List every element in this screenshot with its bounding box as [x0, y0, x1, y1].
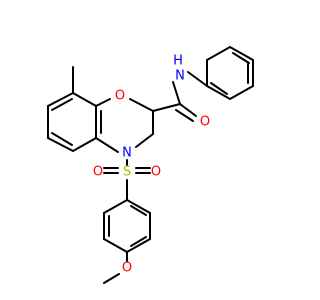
atom-sulfonyl-oxygen-left: O [93, 165, 103, 180]
atom-methoxy-oxygen: O [122, 261, 132, 276]
atom-labels: O O N H N S O O O [93, 54, 210, 276]
benzo-ring [47, 91, 102, 153]
atom-amide-oxygen: O [200, 115, 210, 130]
bond-layer [47, 45, 254, 284]
atom-sulfur: S [123, 165, 131, 180]
bond-carbonyl-o [179, 103, 197, 117]
phenyl-ring [206, 45, 254, 101]
bond-c2-carbonyl [152, 103, 181, 112]
methoxyphenyl-ring [103, 198, 151, 254]
molecule-structure: O O N H N S O O O [47, 45, 254, 284]
atom-ring-oxygen: O [115, 89, 125, 104]
oxazine-ring [95, 98, 154, 153]
atom-ring-nitrogen: N [122, 146, 132, 161]
atom-amide-hydrogen: H [173, 54, 183, 69]
atom-amide-nitrogen: N [175, 69, 185, 84]
bond-n-carbonyl [172, 81, 181, 105]
atom-sulfonyl-oxygen-right: O [151, 165, 161, 180]
bond-carbonyl-o-double [175, 109, 194, 122]
bond-o-methyl [103, 273, 120, 284]
bond-n-phenyl [187, 71, 208, 87]
